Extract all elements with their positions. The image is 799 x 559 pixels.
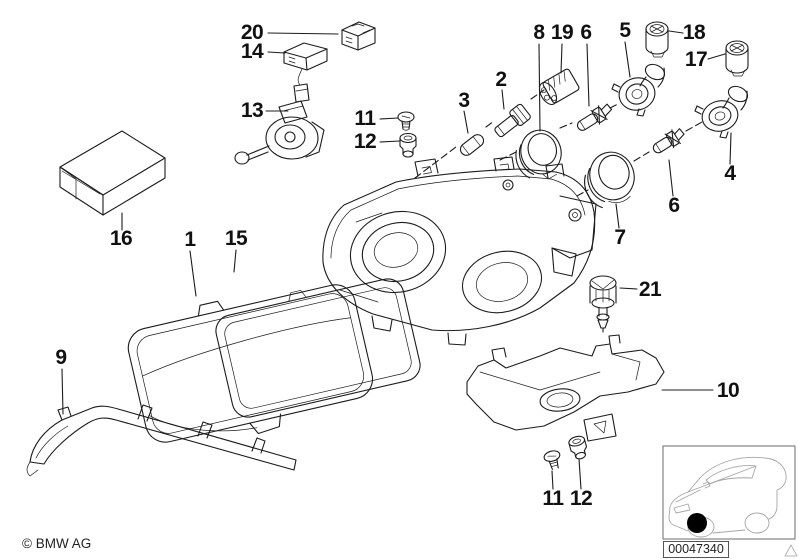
bracket-10-drawing <box>466 334 665 442</box>
copyright-text: © BMW AG <box>22 536 92 551</box>
screw-11-lower-drawing <box>543 450 561 471</box>
callout-14: 14 <box>240 40 264 63</box>
adjuster-motor-13-drawing <box>234 100 325 165</box>
callout-3: 3 <box>458 89 470 112</box>
vehicle-outline-icon <box>668 456 787 538</box>
box-16-drawing <box>59 130 166 216</box>
lens-1-drawing <box>127 284 374 443</box>
rivet-21-drawing <box>589 275 617 333</box>
screw-11-upper-drawing <box>397 111 415 131</box>
connector-20-drawing <box>341 21 376 51</box>
callout-11-lower: 11 <box>542 487 564 510</box>
callout-4: 4 <box>724 162 736 185</box>
clip-12-upper-drawing <box>399 132 417 158</box>
part-number-box: 00047340 <box>663 541 729 558</box>
socket-5-drawing <box>611 63 666 117</box>
callout-6-mid: 6 <box>668 194 680 217</box>
control-unit-14-drawing <box>283 42 328 103</box>
callout-2: 2 <box>495 68 507 91</box>
callout-20: 20 <box>240 21 264 44</box>
callout-13: 13 <box>240 99 264 122</box>
callout-11-upper: 11 <box>354 107 376 130</box>
leader-lines <box>61 30 732 490</box>
callout-6-upper: 6 <box>580 21 592 44</box>
trim-strip-9-drawing <box>26 404 297 477</box>
callout-8: 8 <box>533 21 545 44</box>
callout-12-upper: 12 <box>353 130 377 153</box>
callout-12-lower: 12 <box>569 487 593 510</box>
headlight-housing-drawing <box>322 156 597 346</box>
callout-19: 19 <box>550 21 574 44</box>
callout-21: 21 <box>638 278 662 301</box>
boot-8-drawing <box>515 129 562 180</box>
bulb-6-upper-drawing <box>576 103 613 131</box>
bulb-holder-19-drawing <box>538 68 580 106</box>
locator-dot <box>687 513 707 533</box>
callout-18: 18 <box>682 21 706 44</box>
callout-9: 9 <box>55 346 67 369</box>
triangle-icon <box>784 544 798 557</box>
callout-7: 7 <box>614 226 626 249</box>
socket-4-drawing <box>694 85 749 139</box>
callout-5: 5 <box>619 19 631 42</box>
clip-12-lower-drawing <box>568 435 588 460</box>
cap-17-drawing <box>725 40 749 77</box>
gasket-15-drawing <box>215 278 421 418</box>
bulb-2-drawing <box>494 103 531 138</box>
vehicle-locator-box <box>662 445 796 540</box>
bulb-3-drawing <box>459 134 485 156</box>
bulb-6-mid-drawing <box>652 128 685 154</box>
callout-15: 15 <box>224 227 248 250</box>
callout-17: 17 <box>684 48 708 71</box>
callout-16: 16 <box>109 227 133 250</box>
cap-18-drawing <box>645 21 669 58</box>
callout-1: 1 <box>184 228 196 251</box>
callout-10: 10 <box>716 379 740 402</box>
